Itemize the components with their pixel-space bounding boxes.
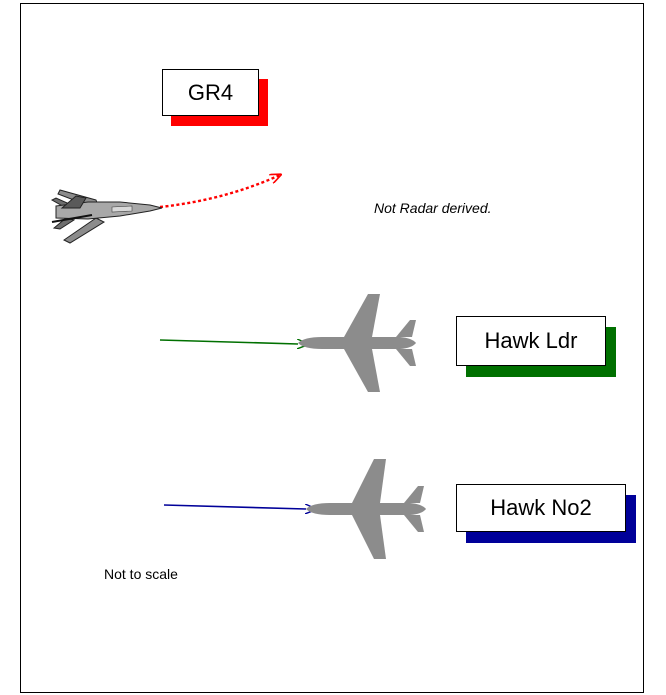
- gr4-label-box: GR4: [162, 69, 268, 127]
- tornado-gr4-icon: [50, 189, 163, 244]
- not-to-scale-note: Not to scale: [104, 566, 178, 582]
- hawk-no2-aircraft-icon: [306, 459, 426, 559]
- hawk-ldr-label: Hawk Ldr: [456, 316, 606, 366]
- hawk-ldr-label-box: Hawk Ldr: [456, 316, 616, 378]
- hawk-no2-label: Hawk No2: [456, 484, 626, 532]
- gr4-label: GR4: [162, 69, 259, 116]
- hawk-no2-track-arrow: [163, 505, 306, 509]
- not-radar-derived-note: Not Radar derived.: [374, 200, 492, 216]
- hawk-ldr-aircraft-icon: [298, 294, 416, 392]
- hawk-ldr-track-arrow: [159, 340, 298, 344]
- hawk-no2-label-box: Hawk No2: [456, 484, 636, 544]
- diagram-frame: [20, 3, 644, 693]
- gr4-track-arrow: [159, 175, 280, 209]
